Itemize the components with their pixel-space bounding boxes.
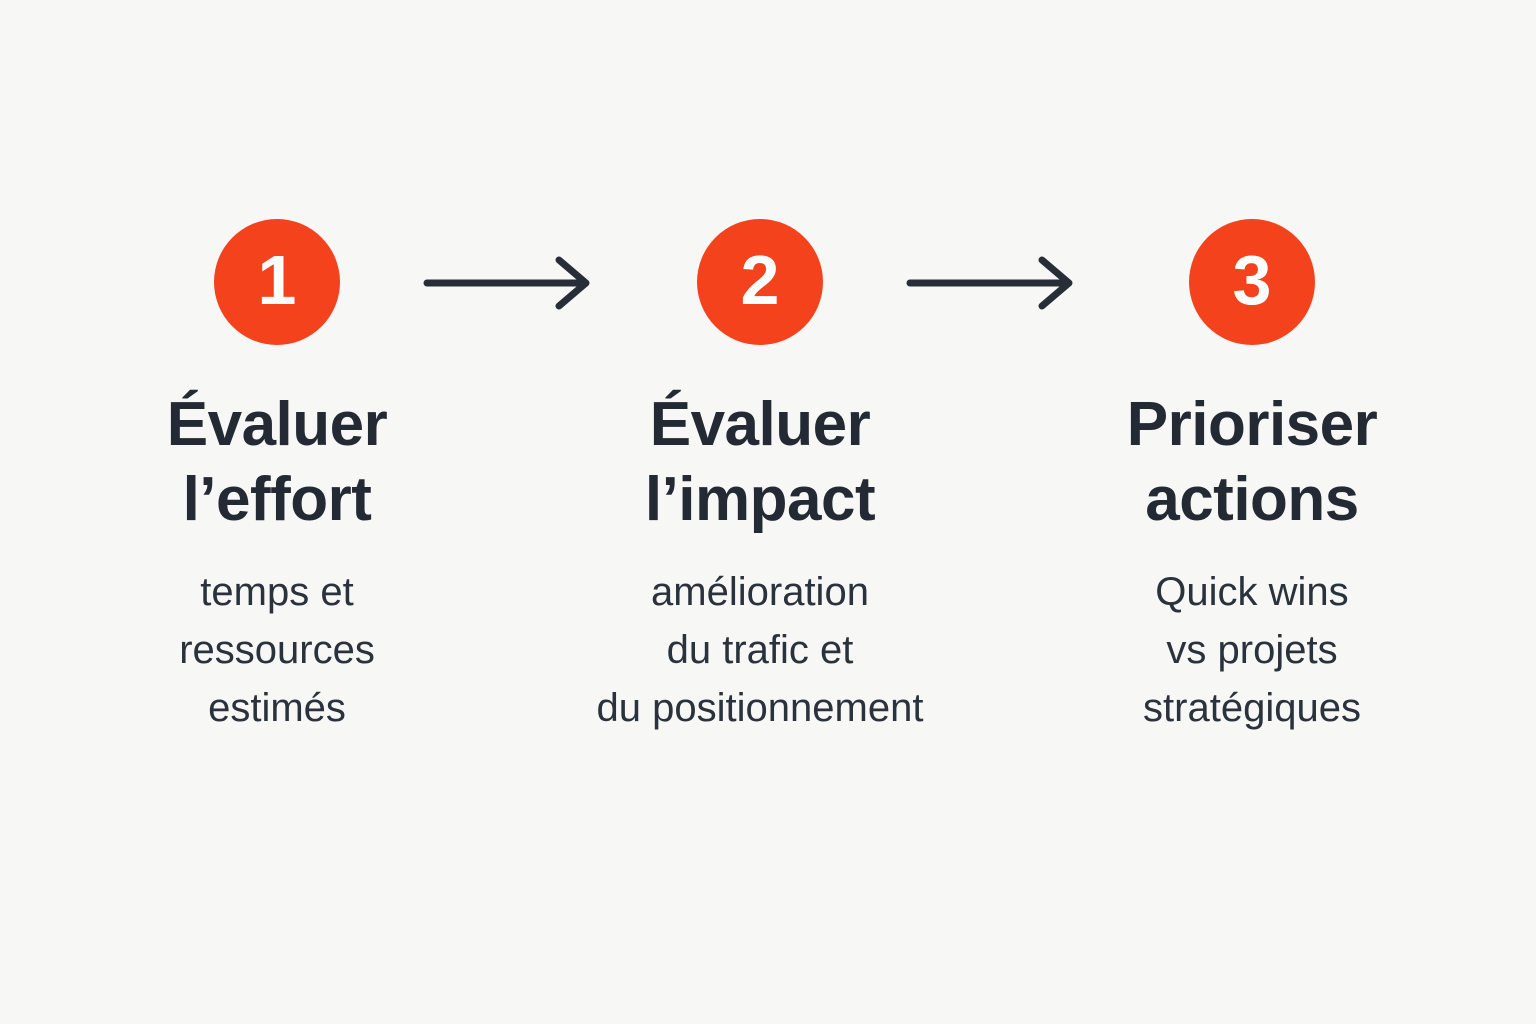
step-2: 2 Évaluer l’impact amélioration du trafi… xyxy=(525,219,995,737)
step-1-description-line-2: ressources xyxy=(179,628,375,672)
step-3-number: 3 xyxy=(1232,241,1272,319)
step-1-description-line-3: estimés xyxy=(208,686,346,730)
step-3-description-line-3: stratégiques xyxy=(1143,686,1361,730)
step-2-description-line-1: amélioration xyxy=(651,570,869,614)
step-1-title-line-1: Évaluer xyxy=(166,390,388,459)
step-2-description: amélioration du trafic et du positionnem… xyxy=(597,563,924,737)
step-2-number: 2 xyxy=(740,241,780,319)
step-1-title: Évaluer l’effort xyxy=(167,387,388,537)
step-2-number-badge: 2 xyxy=(697,219,823,345)
step-3-title-line-1: Prioriser xyxy=(1126,390,1378,459)
step-3-description-line-1: Quick wins xyxy=(1155,570,1349,614)
step-3-number-badge: 3 xyxy=(1189,219,1315,345)
step-1-description: temps et ressources estimés xyxy=(179,563,375,737)
step-2-title-line-1: Évaluer xyxy=(649,390,871,459)
step-1-number-badge: 1 xyxy=(214,219,340,345)
arrow-right-icon xyxy=(422,253,612,313)
step-1-description-line-1: temps et xyxy=(200,570,354,614)
step-1: 1 Évaluer l’effort temps et ressources e… xyxy=(42,219,512,737)
step-3-description-line-2: vs projets xyxy=(1166,628,1338,672)
step-3-description: Quick wins vs projets stratégiques xyxy=(1143,563,1361,737)
step-3-title: Prioriser actions xyxy=(1127,387,1378,537)
step-1-number: 1 xyxy=(257,241,297,319)
step-2-description-line-3: du positionnement xyxy=(596,686,924,730)
step-3-title-line-2: actions xyxy=(1145,465,1359,534)
arrow-right-icon xyxy=(905,253,1095,313)
step-2-title-line-2: l’impact xyxy=(644,465,876,534)
step-1-title-line-2: l’effort xyxy=(182,465,372,534)
step-2-description-line-2: du trafic et xyxy=(666,628,854,672)
step-3: 3 Prioriser actions Quick wins vs projet… xyxy=(1017,219,1487,737)
step-2-title: Évaluer l’impact xyxy=(644,387,876,537)
